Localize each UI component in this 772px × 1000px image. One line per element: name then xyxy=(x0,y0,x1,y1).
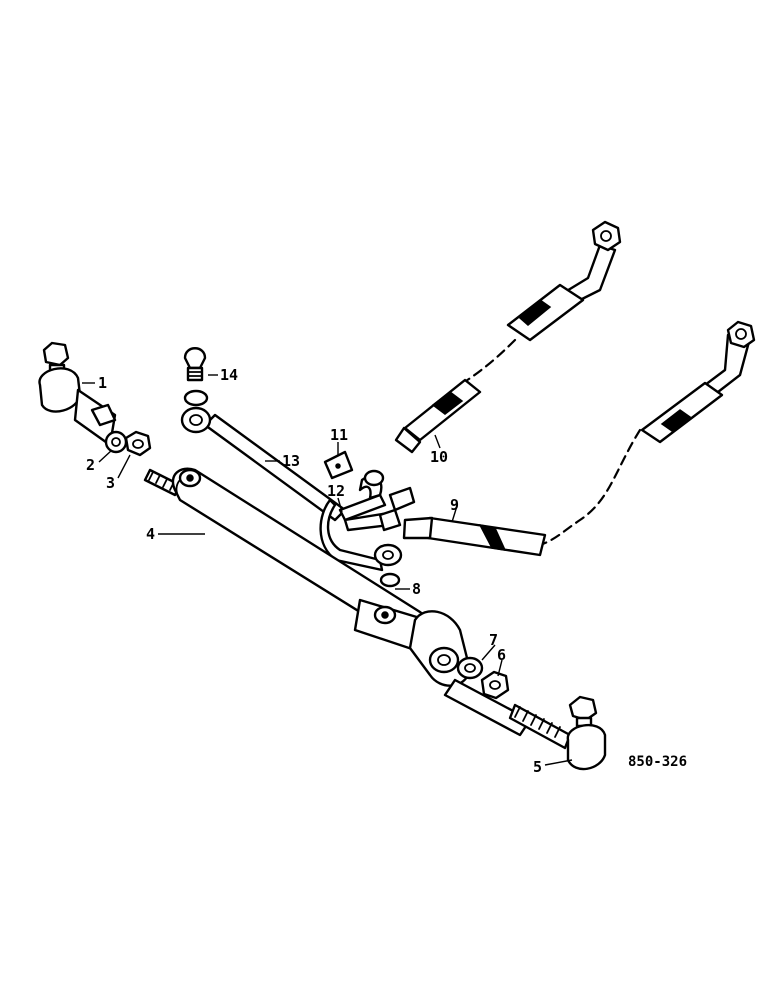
tie-rod-end-1 xyxy=(38,341,117,447)
callout-12: 12 xyxy=(327,482,345,500)
callout-4: 4 xyxy=(146,525,155,543)
callout-9: 9 xyxy=(450,496,459,514)
tie-rod-end-5 xyxy=(508,695,607,771)
hydraulic-hose-9 xyxy=(402,320,756,557)
callout-1: 1 xyxy=(98,374,107,392)
diagram-code: 850-326 xyxy=(628,754,687,770)
banjo-fitting-8 xyxy=(373,543,403,588)
banjo-bolt-14 xyxy=(183,347,207,382)
tee-fitting-12 xyxy=(363,469,416,532)
nut-6 xyxy=(480,670,510,700)
callout-5: 5 xyxy=(533,758,542,776)
callout-7: 7 xyxy=(489,631,498,649)
nut-3 xyxy=(124,430,152,457)
steering-cylinder-4 xyxy=(143,467,532,737)
washer-2 xyxy=(104,430,128,454)
callout-leaders xyxy=(82,374,573,766)
callout-8: 8 xyxy=(412,580,421,598)
callout-6: 6 xyxy=(497,646,506,664)
callout-10: 10 xyxy=(430,448,448,466)
callout-14: 14 xyxy=(220,366,238,384)
callout-13: 13 xyxy=(282,452,300,470)
callout-3: 3 xyxy=(106,474,115,492)
washer-7 xyxy=(456,656,484,680)
hose-10-nut xyxy=(591,220,622,252)
callout-2: 2 xyxy=(86,456,95,474)
callout-labels: 1 2 3 4 5 6 7 8 9 10 11 12 13 14 xyxy=(86,366,542,776)
hose-9-nut xyxy=(726,320,756,349)
banjo-fitting-upper xyxy=(180,389,212,434)
hydraulic-hose-10 xyxy=(394,220,622,454)
callout-11: 11 xyxy=(330,426,348,444)
